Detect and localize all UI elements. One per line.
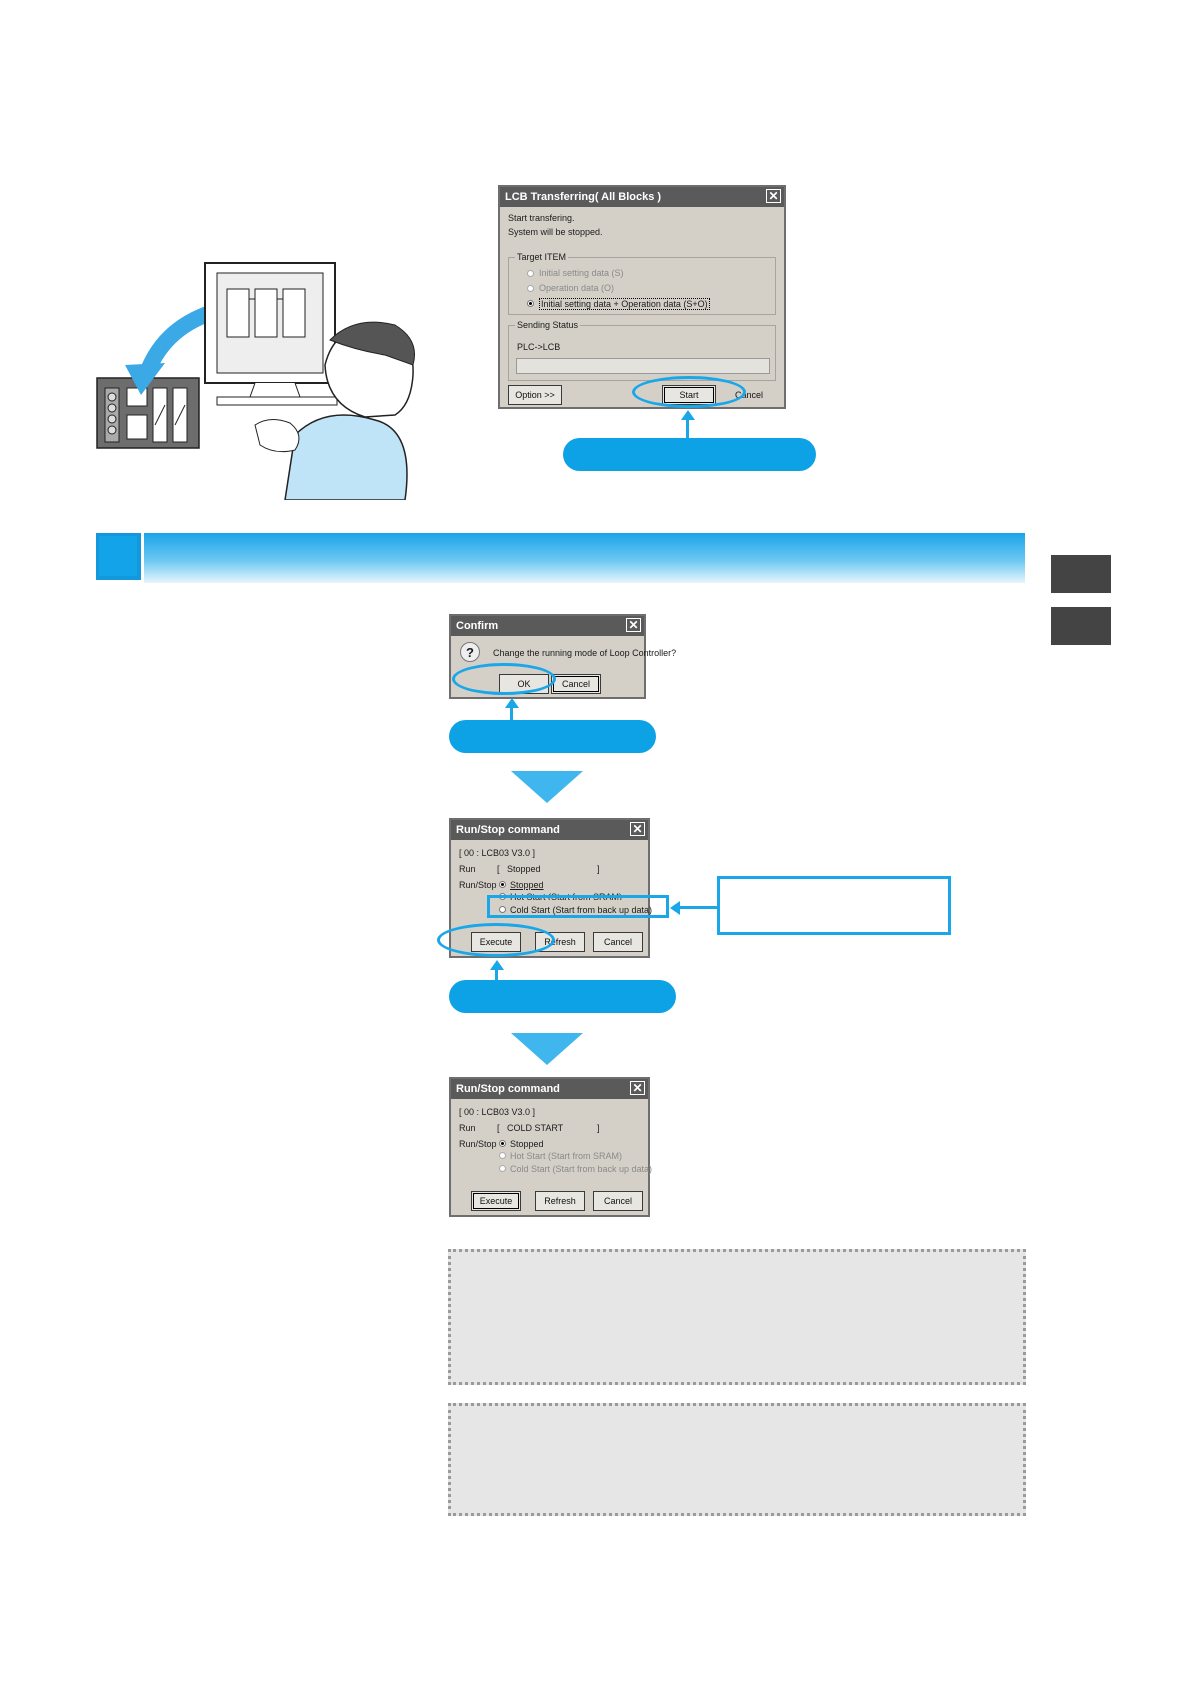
controller-id: [ 00 : LCB03 V3.0 ] [459,848,536,858]
execute-button[interactable]: Execute [471,1191,521,1211]
sending-status-group: Sending Status PLC->LCB [508,320,776,381]
run-bracket-close: ] [597,864,600,874]
callout-box [717,876,951,935]
radio-operation-data[interactable] [527,285,534,292]
radio-label: Stopped [510,880,544,890]
radio-stopped[interactable] [499,1140,506,1147]
dialog-title: Run/Stop command [456,1083,560,1095]
refresh-button[interactable]: Refresh [535,1191,585,1211]
target-item-group: Target ITEM Initial setting data (S) Ope… [508,252,776,315]
runstop-dialog-result: Run/Stop command ✕ [ 00 : LCB03 V3.0 ] R… [449,1077,653,1217]
radio-label: Initial setting data (S) [539,268,624,278]
radio-label: Operation data (O) [539,283,615,293]
radio-label: Cold Start (Start from back up data) [510,905,653,915]
callout-arrow-icon [670,901,680,915]
dialog-titlebar: Confirm ✕ [451,616,644,636]
run-status-value: Stopped [507,864,541,874]
lcb-transfer-dialog: LCB Transferring( All Blocks ) ✕ Start t… [498,185,786,409]
dialog-title: Confirm [456,620,499,632]
callout-pill [449,980,676,1013]
radio-cold-start[interactable] [499,1165,506,1172]
close-icon[interactable]: ✕ [630,1081,645,1095]
close-icon[interactable]: ✕ [766,189,781,203]
side-tab[interactable] [1051,555,1111,593]
question-icon: ? [460,642,480,662]
dialog-titlebar: LCB Transferring( All Blocks ) ✕ [500,187,784,207]
group-label: Target ITEM [515,252,569,262]
runstop-label: Run/Stop [459,1139,497,1149]
cancel-button[interactable]: Cancel [551,674,601,694]
status-text: PLC->LCB [517,342,561,352]
monitor-icon [204,262,338,406]
callout-pill [563,438,816,471]
callout-line [510,708,513,722]
radio-label: Hot Start (Start from SRAM) [510,1151,623,1161]
note-box [448,1249,1026,1385]
radio-initial-and-operation[interactable] [527,300,534,307]
cold-start-highlight-box [487,895,669,918]
radio-label: Initial setting data + Operation data (S… [539,298,710,310]
execute-highlight-ring [437,923,555,957]
radio-label: Cold Start (Start from back up data) [510,1164,653,1174]
callout-line [495,970,498,982]
dialog-message-2: System will be stopped. [508,227,603,237]
dialog-titlebar: Run/Stop command ✕ [451,1079,648,1099]
close-icon[interactable]: ✕ [626,618,641,632]
callout-pill [449,720,656,753]
callout-arrow-icon [505,698,519,708]
run-status-value: COLD START [507,1123,564,1133]
dialog-title: LCB Transferring( All Blocks ) [505,191,662,203]
start-highlight-ring [632,376,746,408]
plc-rack-icon [96,377,200,449]
group-label: Sending Status [515,320,581,330]
run-bracket-close: ] [597,1123,600,1133]
close-icon[interactable]: ✕ [630,822,645,836]
radio-cold-start[interactable] [499,906,506,913]
radio-initial-setting[interactable] [527,270,534,277]
callout-arrow-icon [490,960,504,970]
radio-stopped[interactable] [499,881,506,888]
option-button[interactable]: Option >> [508,385,562,405]
callout-line [686,420,689,440]
ok-highlight-ring [452,663,556,695]
step-down-arrow-icon [511,1033,583,1065]
dialog-message-1: Start transfering. [508,213,575,223]
progress-bar [516,358,770,374]
radio-hot-start[interactable] [499,1152,506,1159]
run-bracket-open: [ [497,864,500,874]
radio-label: Stopped [510,1139,544,1149]
callout-arrow-icon [681,410,695,420]
callout-line [680,906,720,909]
controller-id: [ 00 : LCB03 V3.0 ] [459,1107,536,1117]
section-header-bar [96,533,1025,583]
run-label: Run [459,864,476,874]
cancel-button[interactable]: Cancel [593,1191,643,1211]
cancel-button[interactable]: Cancel [593,932,643,952]
section-number-square [96,533,144,583]
pc-to-plc-illustration [96,262,415,500]
dialog-title: Run/Stop command [456,824,560,836]
step-down-arrow-icon [511,771,583,803]
side-tab[interactable] [1051,607,1111,645]
run-label: Run [459,1123,476,1133]
run-bracket-open: [ [497,1123,500,1133]
note-box [448,1403,1026,1516]
person-icon [254,321,415,500]
runstop-label: Run/Stop [459,880,497,890]
dialog-titlebar: Run/Stop command ✕ [451,820,648,840]
confirm-message: Change the running mode of Loop Controll… [493,648,677,658]
